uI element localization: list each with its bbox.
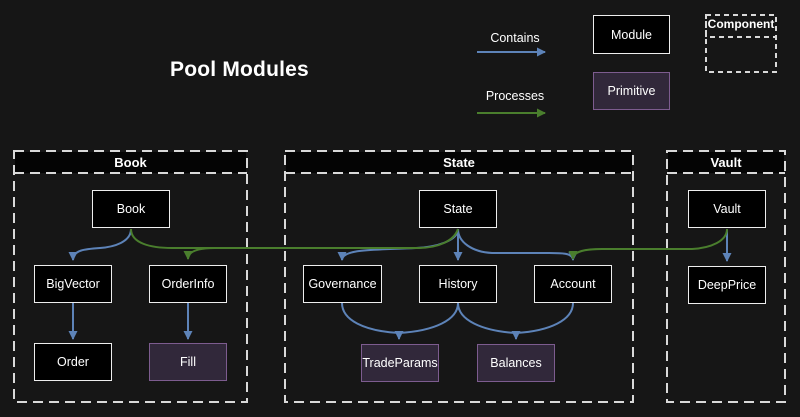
legend-contains-label: Contains — [490, 31, 540, 45]
node-history[interactable]: History — [419, 265, 497, 303]
component-outer-border — [705, 14, 777, 73]
node-orderinfo-label: OrderInfo — [161, 277, 215, 291]
node-balances-label: Balances — [490, 356, 542, 370]
node-account[interactable]: Account — [534, 265, 612, 303]
processes-edges — [130, 228, 728, 260]
legend-component-label: Component — [707, 17, 775, 31]
edge-state-book-spine — [130, 228, 459, 249]
node-history-label: History — [438, 277, 478, 291]
node-order-label: Order — [57, 355, 89, 369]
node-governance-label: Governance — [308, 277, 377, 291]
node-bigvector-label: BigVector — [46, 277, 100, 291]
node-tradeparams[interactable]: TradeParams — [361, 344, 439, 382]
legend-processes-label: Processes — [485, 89, 545, 103]
node-order[interactable]: Order — [34, 343, 112, 381]
page-title: Pool Modules — [170, 58, 309, 81]
book-container-border — [13, 150, 248, 403]
legend-module-box: Module — [593, 15, 670, 54]
edge-history-tradeparams — [398, 302, 459, 334]
node-governance[interactable]: Governance — [303, 265, 382, 303]
vault-container-border — [666, 150, 786, 403]
node-balances[interactable]: Balances — [477, 344, 555, 382]
node-vault-label: Vault — [713, 202, 741, 216]
legend-primitive-label: Primitive — [607, 84, 656, 98]
state-container-border — [284, 150, 634, 403]
node-vault[interactable]: Vault — [688, 190, 766, 228]
edge-state-account — [457, 228, 578, 261]
container-header-fills — [15, 152, 784, 173]
container-borders — [13, 150, 786, 403]
node-tradeparams-label: TradeParams — [362, 356, 438, 370]
book-container-title: Book — [114, 155, 147, 170]
legend-primitive-box: Primitive — [593, 72, 670, 110]
edge-governance-tradeparams — [341, 302, 400, 334]
node-book-label: Book — [116, 202, 146, 216]
state-header-fill — [286, 152, 632, 173]
node-book[interactable]: Book — [92, 190, 170, 228]
edge-book-bigvector — [68, 228, 132, 261]
node-bigvector[interactable]: BigVector — [34, 265, 112, 303]
legend-module-label: Module — [611, 27, 652, 42]
vault-container-title: Vault — [710, 155, 742, 170]
node-state-label: State — [443, 202, 473, 216]
node-fill[interactable]: Fill — [149, 343, 227, 381]
edge-account-balances — [515, 302, 574, 334]
component-legend-box — [705, 14, 777, 73]
edge-history-balances — [457, 302, 517, 334]
node-deepprice[interactable]: DeepPrice — [688, 266, 766, 304]
book-header-fill — [15, 152, 246, 173]
node-orderinfo[interactable]: OrderInfo — [149, 265, 227, 303]
node-fill-label: Fill — [180, 355, 196, 369]
edge-vault-account — [568, 228, 728, 260]
node-account-label: Account — [550, 277, 596, 291]
state-container-title: State — [443, 155, 475, 170]
node-state[interactable]: State — [419, 190, 497, 228]
vault-header-fill — [668, 152, 784, 173]
component-header-border — [705, 14, 777, 38]
node-deepprice-label: DeepPrice — [697, 278, 757, 292]
edge-state-orderinfo — [183, 247, 216, 260]
